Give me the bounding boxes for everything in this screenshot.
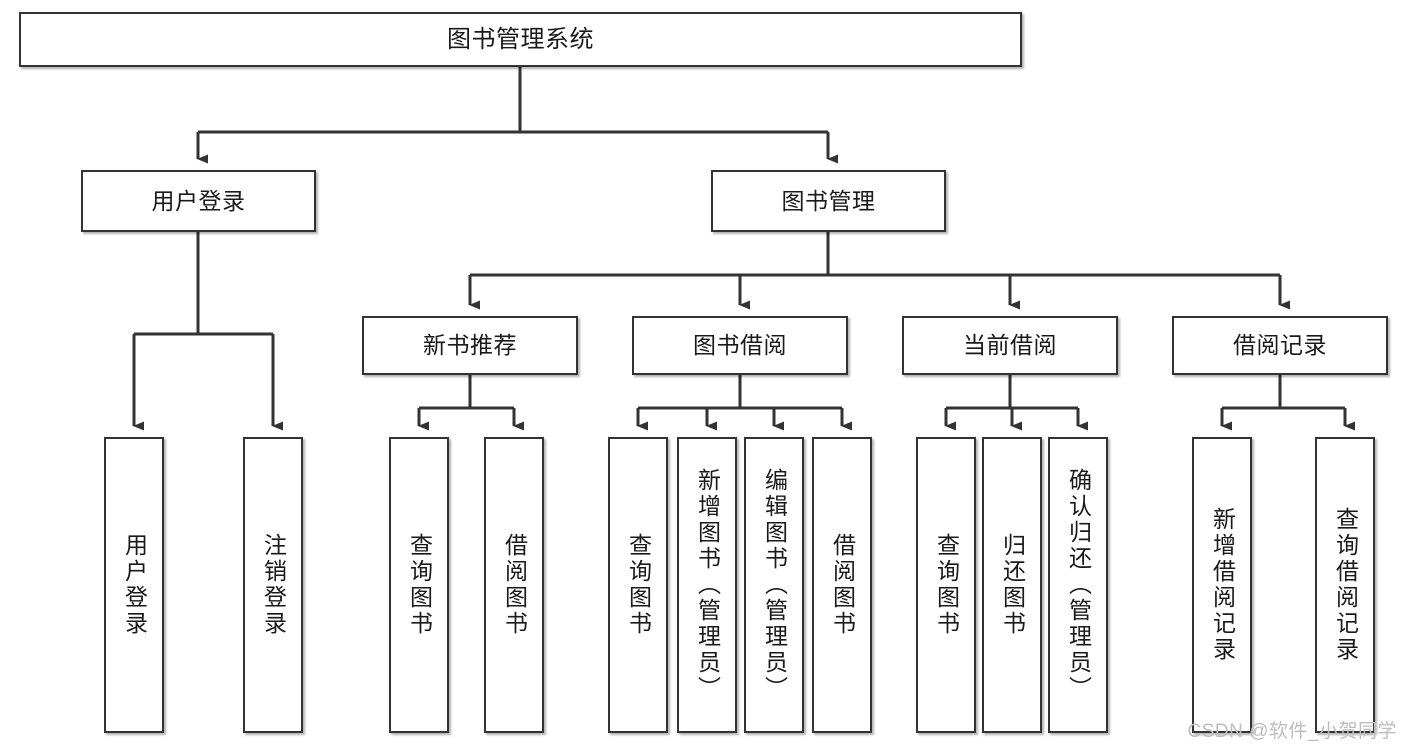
node-leaf-13[interactable]: 查询借阅记录 bbox=[1315, 437, 1375, 733]
node-leaf-6[interactable]: 新增图书（管理员） bbox=[677, 437, 737, 733]
node-leaf-8[interactable]: 借阅图书 bbox=[812, 437, 872, 733]
node-newbook[interactable]: 新书推荐 bbox=[362, 316, 578, 375]
node-label: 图书管理系统 bbox=[447, 25, 594, 53]
node-borrow[interactable]: 图书借阅 bbox=[632, 316, 848, 375]
node-label: 查询图书 bbox=[933, 533, 960, 637]
node-label: 确认归还（管理员） bbox=[1065, 468, 1092, 702]
node-label: 新增借阅记录 bbox=[1209, 507, 1236, 663]
node-leaf-2[interactable]: 注销登录 bbox=[243, 437, 303, 733]
node-label: 借阅图书 bbox=[501, 533, 528, 637]
node-leaf-1[interactable]: 用户登录 bbox=[104, 437, 164, 733]
node-label: 注销登录 bbox=[260, 533, 287, 637]
node-leaf-12[interactable]: 新增借阅记录 bbox=[1192, 437, 1252, 733]
node-label: 用户登录 bbox=[151, 187, 246, 214]
node-login[interactable]: 用户登录 bbox=[81, 170, 316, 232]
node-label: 借阅记录 bbox=[1233, 332, 1327, 359]
node-label: 查询借阅记录 bbox=[1332, 507, 1359, 663]
node-current[interactable]: 当前借阅 bbox=[902, 316, 1118, 375]
node-bookmgmt[interactable]: 图书管理 bbox=[711, 170, 946, 232]
node-label: 新增图书（管理员） bbox=[694, 468, 721, 702]
node-leaf-10[interactable]: 归还图书 bbox=[982, 437, 1042, 733]
node-leaf-9[interactable]: 查询图书 bbox=[916, 437, 976, 733]
node-label: 查询图书 bbox=[625, 533, 652, 637]
node-leaf-4[interactable]: 借阅图书 bbox=[484, 437, 544, 733]
node-label: 编辑图书（管理员） bbox=[761, 468, 788, 702]
node-label: 当前借阅 bbox=[963, 332, 1057, 359]
node-leaf-7[interactable]: 编辑图书（管理员） bbox=[744, 437, 804, 733]
node-label: 归还图书 bbox=[999, 533, 1026, 637]
node-label: 用户登录 bbox=[121, 533, 148, 637]
node-label: 借阅图书 bbox=[829, 533, 856, 637]
node-label: 新书推荐 bbox=[423, 332, 517, 359]
node-leaf-5[interactable]: 查询图书 bbox=[608, 437, 668, 733]
node-leaf-11[interactable]: 确认归还（管理员） bbox=[1048, 437, 1108, 733]
node-records[interactable]: 借阅记录 bbox=[1172, 316, 1388, 375]
node-leaf-3[interactable]: 查询图书 bbox=[389, 437, 449, 733]
node-label: 图书借阅 bbox=[693, 332, 787, 359]
node-label: 图书管理 bbox=[781, 187, 876, 214]
connector-lines bbox=[132, 67, 1355, 431]
node-label: 查询图书 bbox=[406, 533, 433, 637]
node-root[interactable]: 图书管理系统 bbox=[19, 12, 1022, 67]
